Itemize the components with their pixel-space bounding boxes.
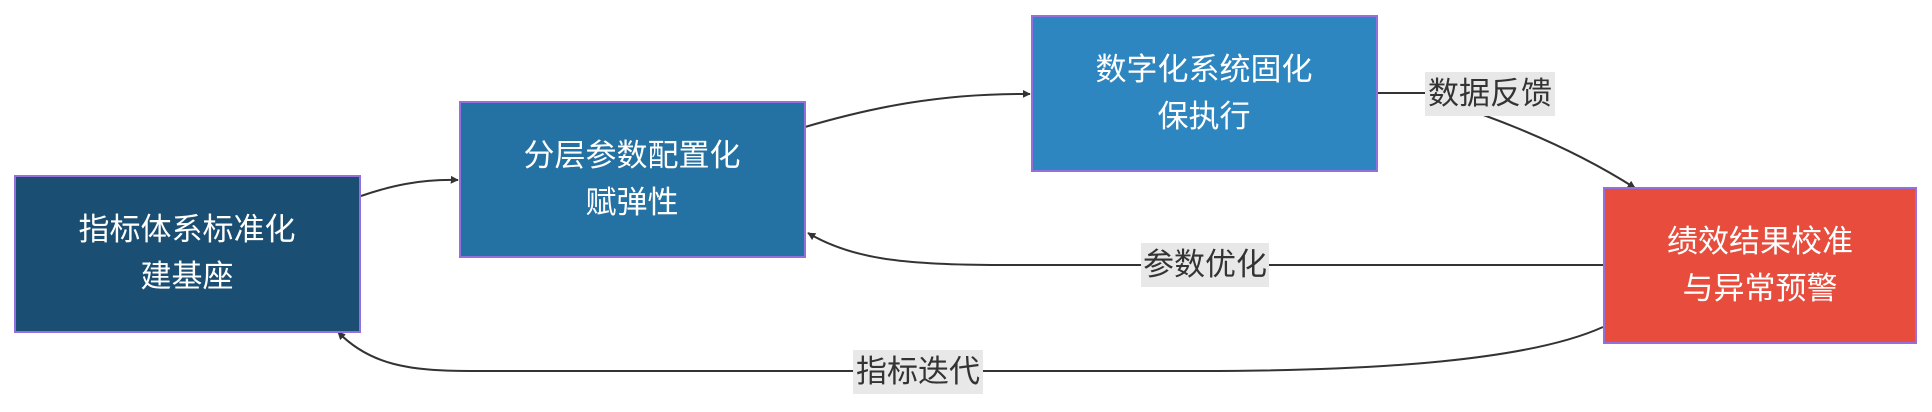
node-indicator-standardization: 指标体系标准化 建基座 [14, 175, 361, 333]
node-n4-line1: 绩效结果校准 [1667, 224, 1853, 260]
node-n1-line2: 建基座 [141, 259, 234, 295]
edge-label-feedback-text: 数据反馈 [1428, 76, 1552, 112]
node-box-n2 [459, 101, 806, 258]
edge-label-metric: 指标迭代 [853, 350, 983, 394]
edge-n4-to-n1 [337, 326, 1604, 372]
node-box-n3 [1031, 15, 1378, 172]
node-digital-system: 数字化系统固化 保执行 [1031, 15, 1378, 172]
node-n3-line2: 保执行 [1158, 99, 1251, 135]
edge-label-metric-text: 指标迭代 [856, 354, 980, 390]
node-n2-line2: 赋弹性 [586, 185, 679, 221]
edge-label-param: 参数优化 [1141, 243, 1269, 287]
edge-n4-to-n2 [807, 232, 1603, 266]
node-n4-line2: 与异常预警 [1683, 271, 1838, 307]
edge-n1-to-n2 [360, 175, 459, 197]
node-n3-line1: 数字化系统固化 [1096, 52, 1313, 88]
edge-n2-to-n3 [804, 89, 1031, 128]
edge-label-param-text: 参数优化 [1143, 247, 1267, 283]
node-box-n1 [14, 175, 361, 333]
node-box-n4 [1603, 187, 1917, 344]
node-n1-line1: 指标体系标准化 [79, 212, 296, 248]
node-performance-calibration: 绩效结果校准 与异常预警 [1603, 187, 1917, 344]
edge-label-feedback: 数据反馈 [1425, 72, 1555, 116]
node-n2-line1: 分层参数配置化 [524, 138, 741, 174]
node-layered-parameter-config: 分层参数配置化 赋弹性 [459, 101, 806, 258]
